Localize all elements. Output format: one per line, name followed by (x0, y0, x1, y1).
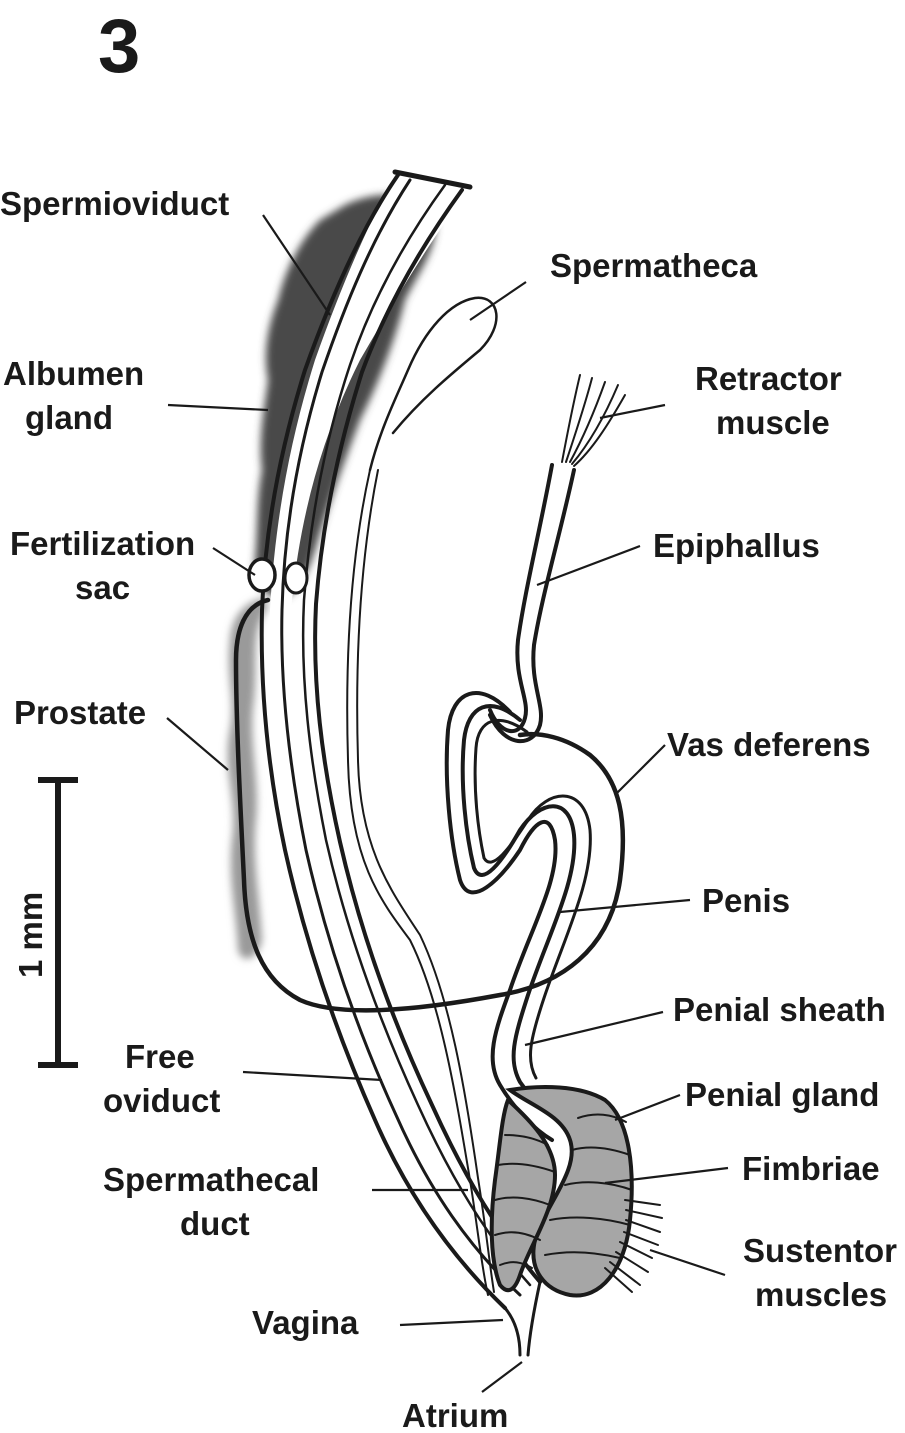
label-retractor-muscle-line2: muscle (716, 404, 830, 441)
label-prostate: Prostate (14, 694, 146, 731)
sustentor-muscles (604, 1199, 663, 1293)
penis (444, 691, 592, 1142)
label-fertilization-sac-line2: sac (75, 569, 130, 606)
label-epiphallus: Epiphallus (653, 527, 820, 564)
penial-gland (489, 1085, 634, 1298)
label-fertilization-sac-line1: Fertilization (10, 525, 195, 562)
epiphallus (488, 463, 576, 743)
label-free-oviduct-line1: Free (125, 1038, 195, 1075)
spermioviduct (259, 169, 542, 1310)
label-spermathecal-duct-line1: Spermathecal (103, 1161, 319, 1198)
label-penis: Penis (702, 882, 790, 919)
label-penial-gland: Penial gland (685, 1076, 879, 1113)
label-free-oviduct-line2: oviduct (103, 1082, 220, 1119)
label-albumen-gland-line1: Albumen (3, 355, 144, 392)
fertilization-sac (247, 557, 309, 595)
retractor-muscle (561, 374, 626, 467)
spermatheca (368, 296, 498, 472)
label-spermatheca: Spermatheca (550, 247, 758, 284)
label-penial-sheath: Penial sheath (673, 991, 886, 1028)
label-sustentor-muscles-line2: muscles (755, 1276, 887, 1313)
label-retractor-muscle-line1: Retractor (695, 360, 842, 397)
label-vagina: Vagina (252, 1304, 359, 1341)
scale-bar-label: 1 mm (12, 892, 49, 978)
label-atrium: Atrium (402, 1397, 508, 1433)
leader-lines (166, 214, 729, 1393)
label-albumen-gland-line2: gland (25, 399, 113, 436)
label-vas-deferens: Vas deferens (667, 726, 871, 763)
label-spermathecal-duct-line2: duct (180, 1205, 250, 1242)
spermathecal-duct (346, 469, 495, 1296)
label-fimbriae: Fimbriae (742, 1150, 880, 1187)
labels: Spermioviduct Albumen gland Fertilizatio… (0, 185, 897, 1433)
figure-number: 3 (98, 4, 140, 89)
scale-bar (38, 777, 78, 1068)
label-sustentor-muscles-line1: Sustentor (743, 1232, 897, 1269)
label-spermioviduct: Spermioviduct (0, 185, 229, 222)
atrium (503, 1280, 542, 1357)
